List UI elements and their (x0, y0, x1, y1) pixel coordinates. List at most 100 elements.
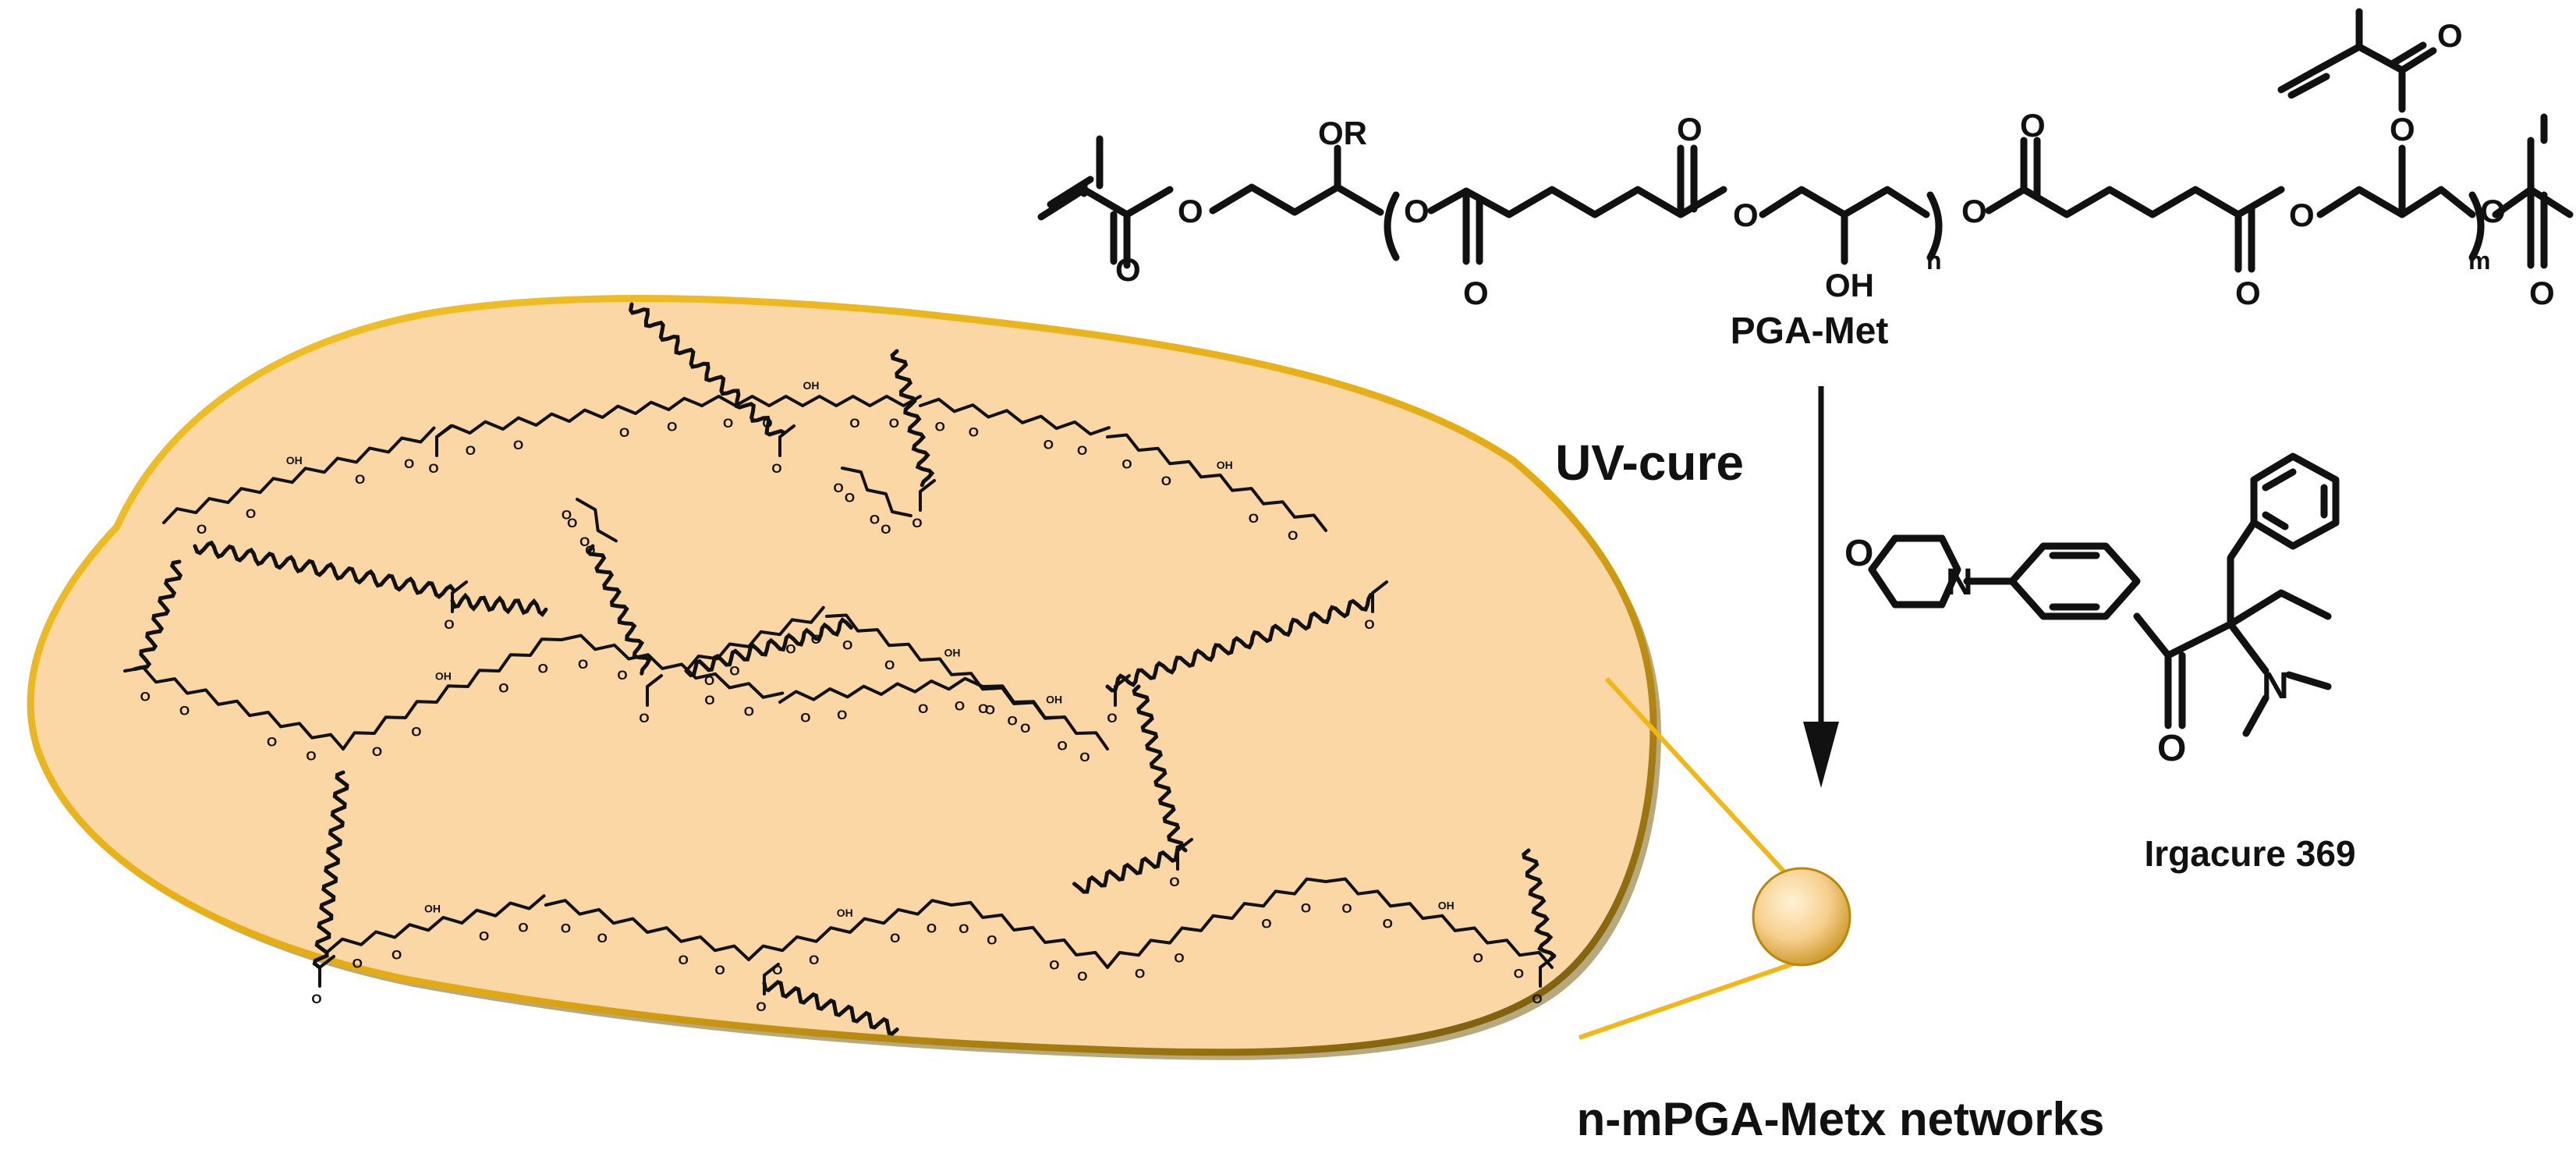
atom-o: O (958, 921, 969, 936)
right-methacrylate-bonds (2492, 137, 2574, 269)
atom-o: O (639, 711, 649, 726)
atom-o: O (1961, 193, 1987, 229)
atom-o: O (955, 698, 965, 713)
crosslink-chain (890, 349, 935, 488)
atom-o: O (935, 420, 945, 435)
atom-o: O (1174, 950, 1184, 965)
atom-o: O (498, 681, 508, 696)
atom-o: O (1341, 901, 1352, 916)
atom-o: O (1077, 969, 1087, 984)
atom-o: O (1404, 193, 1430, 229)
initiator-label: Irgacure 369 (2144, 833, 2355, 874)
atom-oh: OH (424, 903, 441, 915)
atom-o: O (538, 661, 548, 676)
atom-o: O (353, 956, 363, 971)
atom-oh: OH (1438, 900, 1455, 912)
atom-o: O (444, 617, 454, 632)
atom-o: O (179, 704, 190, 719)
atom-o: O (881, 522, 891, 537)
atom-o: O (833, 481, 843, 495)
crosslink-chain (628, 302, 786, 437)
atom-o: O (890, 931, 900, 946)
crosslink-chain (1522, 848, 1557, 961)
adipate-right (1985, 137, 2285, 273)
irgacure-atom-labels: O N O N (1844, 533, 2289, 769)
polyester-segment (747, 899, 953, 961)
crosslink-chain (1072, 843, 1188, 894)
pendant-methacrylate (2277, 8, 2437, 113)
atom-oh: OH (435, 670, 452, 683)
methyl-branch (778, 424, 795, 457)
atom-o: O (579, 534, 590, 549)
benzyl-ring (2250, 452, 2340, 550)
network-blob (27, 295, 1662, 1060)
crosslink-chain (133, 559, 183, 671)
atom-o: O (197, 522, 207, 537)
atom-o: O (837, 708, 847, 722)
atom-n: N (2262, 665, 2289, 707)
atom-o: O (704, 673, 714, 688)
atom-o: O (2480, 193, 2506, 229)
atom-o: O (1677, 111, 1703, 147)
atom-o: O (479, 929, 489, 944)
process-label: UV-cure (1555, 435, 1744, 491)
atom-o: O (1169, 875, 1179, 889)
polyester-segment (342, 637, 563, 751)
atom-o: O (619, 425, 629, 440)
crosslink-chain (762, 979, 899, 1036)
atom-o: O (567, 516, 577, 531)
atom-o: O (578, 657, 588, 672)
atom-o: O (744, 704, 754, 719)
zoom-connector (1579, 676, 1851, 1040)
atom-o: O (1532, 992, 1542, 1006)
atom-o: O (1079, 750, 1090, 765)
atom-o: O (513, 438, 523, 452)
polyester-segment (326, 894, 546, 953)
atom-o: O (912, 516, 922, 531)
atom-o: O (771, 461, 781, 476)
atom-o: O (1044, 438, 1054, 452)
polyester-segment (1106, 877, 1327, 969)
ketone-bonds (2133, 612, 2234, 729)
polyester-segment (435, 396, 703, 438)
atom-o: O (1364, 617, 1374, 632)
atom-or: OR (1318, 115, 1367, 151)
atom-o: O (372, 744, 382, 759)
methyl-branch (1539, 955, 1556, 988)
polymer-network-drawing: O O O O OH O O O O O O O O OH O O O O O O O O OH O O O O O O O O OH O O O O… (123, 302, 1557, 1036)
crosslink-chain (1105, 592, 1373, 693)
atom-o: O (729, 664, 739, 679)
atom-o: O (1514, 966, 1524, 981)
glycerol-m (2316, 144, 2476, 218)
polyester-segment (576, 498, 618, 543)
atom-o: O (1115, 251, 1141, 288)
atom-o: O (1301, 901, 1311, 916)
atom-n: N (1946, 562, 1973, 603)
atom-o: O (842, 638, 852, 653)
atom-o: O (927, 921, 937, 936)
atom-o: O (969, 425, 979, 440)
atom-o: O (2437, 17, 2463, 54)
atom-o: O (987, 932, 997, 947)
subscript-n: n (1926, 247, 1942, 275)
polyester-segment (919, 397, 1111, 436)
methyl-branch (646, 674, 663, 707)
atom-o: O (2157, 728, 2186, 769)
polyester-segment (560, 633, 785, 699)
atom-o: O (355, 472, 365, 487)
atom-o: O (1249, 511, 1259, 526)
atom-o: O (1161, 474, 1171, 488)
atom-oh: OH (1825, 267, 1874, 303)
atom-o: O (785, 642, 795, 657)
atom-o: O (918, 701, 928, 716)
atom-oh: OH (1046, 694, 1062, 706)
atom-o: O (311, 992, 321, 1006)
atom-o: O (1844, 533, 1873, 574)
atom-oh: OH (837, 907, 853, 919)
atom-o: O (1178, 193, 1203, 229)
atom-o: O (845, 491, 855, 506)
polyester-segment (1324, 877, 1554, 969)
monomer-label: PGA-Met (1731, 311, 1889, 352)
atom-oh: OH (944, 646, 960, 658)
